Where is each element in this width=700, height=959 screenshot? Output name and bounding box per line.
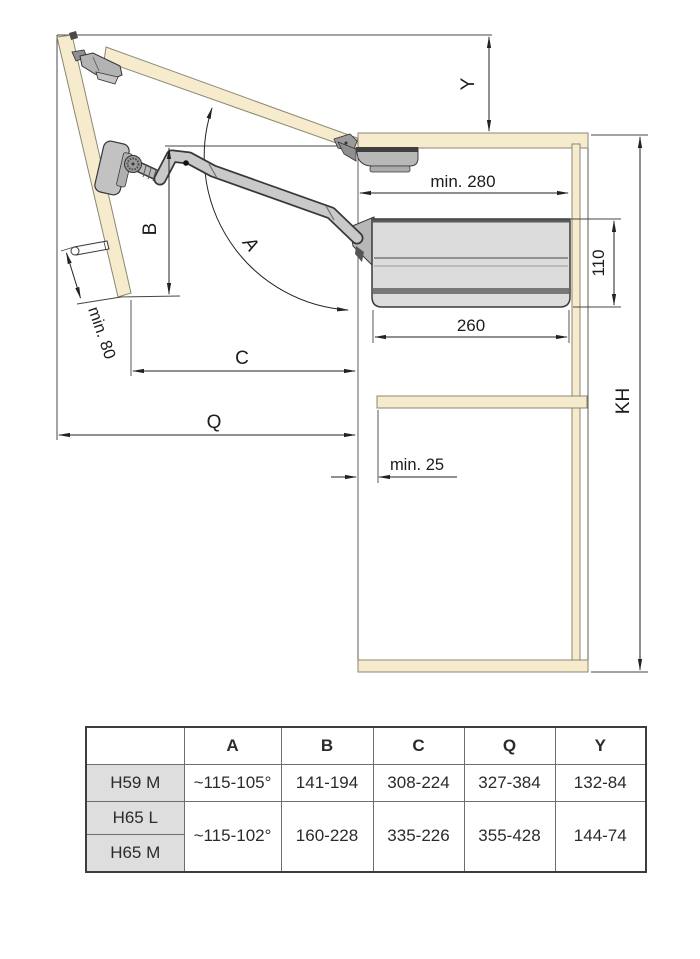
housing-dark-band bbox=[373, 288, 569, 294]
col-header-c: C bbox=[372, 726, 465, 765]
dim-min280-label: min. 280 bbox=[430, 172, 495, 191]
table-header-row: A B C Q Y bbox=[85, 726, 647, 765]
dim-c: C bbox=[130, 300, 356, 376]
top-panel bbox=[357, 132, 589, 149]
h59m-y: 132-84 bbox=[554, 763, 647, 802]
col-header-b: B bbox=[280, 726, 374, 765]
h65-c: 335-226 bbox=[372, 800, 465, 873]
upper-door-hinge bbox=[71, 49, 123, 85]
shelf bbox=[376, 395, 588, 409]
door-top-hinge-plate bbox=[69, 31, 78, 40]
b-ref-bottom bbox=[118, 295, 181, 298]
table-row-h65m: H65 M bbox=[85, 833, 646, 873]
dim-y: Y bbox=[458, 36, 492, 132]
h65-a: ~115-102° bbox=[183, 800, 282, 873]
h59m-b: 141-194 bbox=[280, 763, 374, 802]
h59m-c: 308-224 bbox=[372, 763, 465, 802]
dim-min25: min. 25 bbox=[331, 410, 457, 483]
col-header-y: Y bbox=[554, 726, 647, 765]
dim-a-label: A bbox=[238, 232, 263, 256]
cabinet-lift-diagram: Y min. 280 110 260 B A bbox=[56, 31, 648, 673]
angle-arc bbox=[203, 107, 349, 312]
h65-b: 160-228 bbox=[280, 800, 374, 873]
h59m-a: ~115-105° bbox=[183, 763, 282, 802]
dim-kh-label: KH bbox=[613, 388, 634, 414]
mechanism-housing bbox=[371, 218, 571, 308]
dim-q: Q bbox=[58, 412, 356, 438]
dim-110: 110 bbox=[571, 218, 621, 308]
row-header-h59m: H59 M bbox=[85, 763, 185, 802]
h65-q: 355-428 bbox=[463, 800, 556, 873]
col-header-a: A bbox=[183, 726, 282, 765]
arm-pivot-dot bbox=[183, 160, 189, 166]
dim-260-label: 260 bbox=[457, 316, 485, 335]
dim-110-label: 110 bbox=[589, 249, 608, 276]
lift-arm bbox=[153, 149, 375, 269]
h59m-q: 327-384 bbox=[463, 763, 556, 802]
row-header-h65l: H65 L bbox=[85, 800, 185, 835]
dim-y-label: Y bbox=[458, 77, 479, 90]
dim-b: B bbox=[140, 147, 172, 295]
col-header-q: Q bbox=[463, 726, 556, 765]
corner-cell bbox=[85, 726, 185, 765]
door-open-panel bbox=[103, 46, 360, 152]
top-actuator bbox=[333, 133, 419, 173]
door-mount-block bbox=[94, 140, 166, 196]
bottom-panel bbox=[357, 659, 589, 673]
door-front-panel bbox=[56, 31, 132, 298]
dim-b-label: B bbox=[140, 223, 161, 236]
dim-min80-label: min. 80 bbox=[84, 304, 119, 361]
dim-kh: KH bbox=[591, 134, 648, 673]
spec-table: A B C Q Y H59 M ~115-105° 141-194 308-22… bbox=[85, 726, 647, 873]
door-panel bbox=[56, 34, 132, 298]
dim-min280: min. 280 bbox=[359, 172, 569, 196]
table-row-h59m: H59 M ~115-105° 141-194 308-224 327-384 … bbox=[85, 763, 647, 802]
table-row-h65l: H65 L ~115-102° 160-228 335-226 355-428 … bbox=[85, 800, 647, 873]
dim-c-label: C bbox=[235, 348, 249, 369]
dim-q-label: Q bbox=[207, 412, 222, 433]
door-knob bbox=[70, 240, 110, 256]
dim-min25-label: min. 25 bbox=[390, 456, 444, 474]
cabinet-carcass bbox=[357, 132, 589, 673]
row-header-h65m: H65 M bbox=[85, 833, 185, 873]
dim-260: 260 bbox=[372, 310, 570, 343]
h65-y: 144-74 bbox=[554, 800, 647, 873]
